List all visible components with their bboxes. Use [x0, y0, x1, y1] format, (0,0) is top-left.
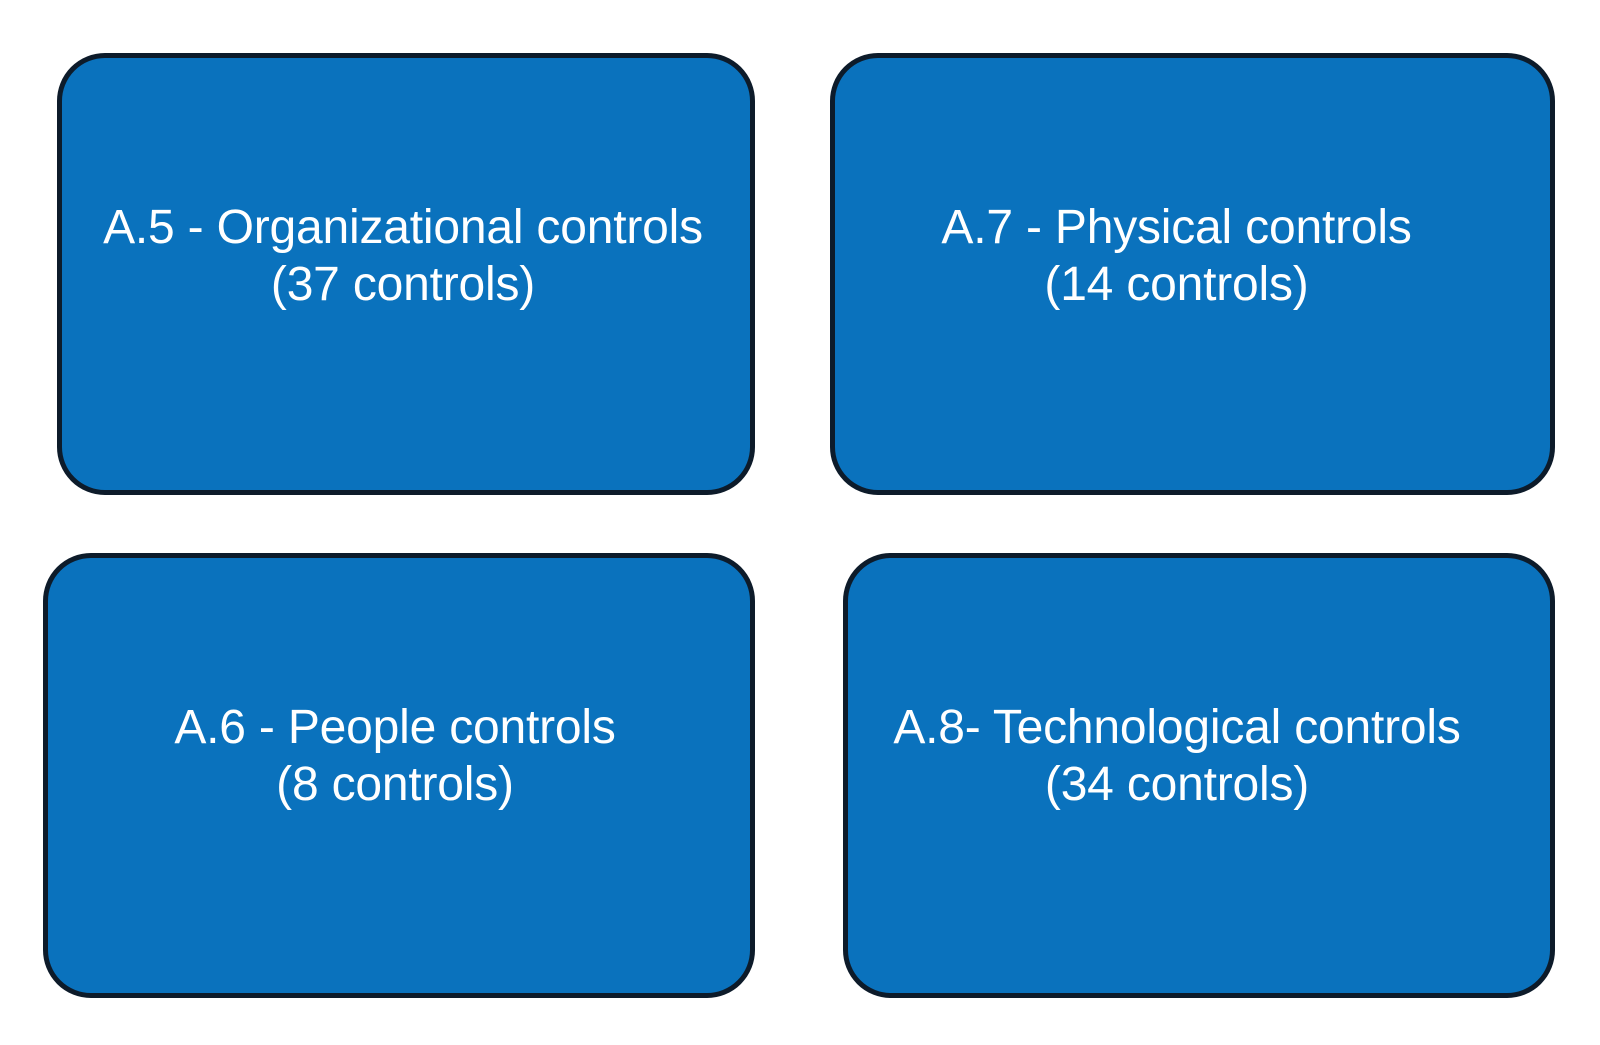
control-box-a7-label: A.7 - Physical controls (14 controls) — [941, 201, 1412, 311]
control-box-a5-organizational[interactable]: A.5 - Organizational controls (37 contro… — [57, 53, 755, 495]
control-box-a6-label: A.6 - People controls (8 controls) — [174, 700, 616, 811]
control-box-a6-people[interactable]: A.6 - People controls (8 controls) — [43, 553, 755, 998]
control-box-a8-label: A.8- Technological controls (34 controls… — [893, 700, 1461, 811]
control-box-a5-label: A.5 - Organizational controls (37 contro… — [103, 201, 703, 311]
control-box-a8-technological[interactable]: A.8- Technological controls (34 controls… — [843, 553, 1555, 998]
control-box-a7-physical[interactable]: A.7 - Physical controls (14 controls) — [830, 53, 1555, 495]
